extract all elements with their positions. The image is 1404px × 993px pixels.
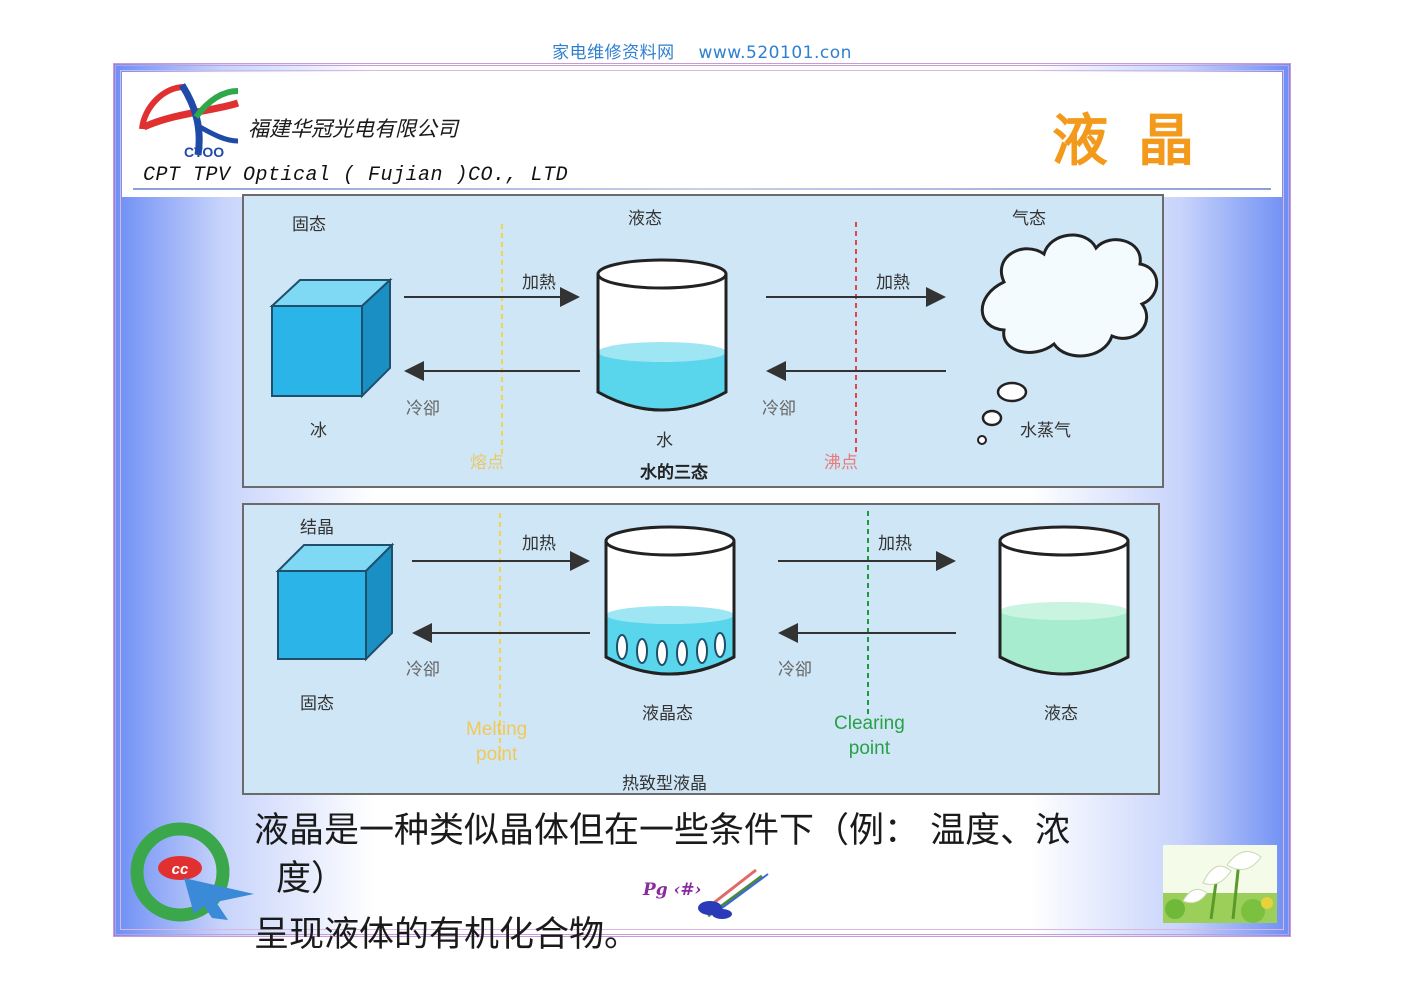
label-water: 水 bbox=[656, 431, 673, 451]
label-gas: 气态 bbox=[1012, 209, 1046, 229]
label-liquid: 液态 bbox=[628, 209, 662, 229]
company-logo-icon: CTOO bbox=[134, 77, 248, 165]
diagram-water-states: 固态 液态 气态 加熱 加熱 冷卻 冷卻 冰 水 水蒸气 熔点 沸点 水的三态 bbox=[242, 194, 1164, 488]
page-number: Pg ‹#› bbox=[643, 880, 702, 900]
watermark-url: www.520101.con bbox=[698, 43, 852, 63]
label-clearing-point: Clearing point bbox=[834, 713, 905, 759]
slide-header bbox=[122, 72, 1282, 197]
flower-image-icon bbox=[1163, 845, 1277, 923]
cc-logo-text: cc bbox=[172, 861, 189, 878]
page-title: 液晶 bbox=[1052, 108, 1224, 174]
vapor-cloud-icon bbox=[977, 233, 1159, 445]
label-crystal: 结晶 bbox=[300, 518, 334, 538]
company-name-en: CPT TPV Optical ( Fujian )CO., LTD bbox=[143, 164, 569, 187]
label-cool-1: 冷卻 bbox=[406, 660, 440, 680]
label-liquid: 液态 bbox=[1044, 704, 1078, 724]
label-heat-2: 加熱 bbox=[876, 273, 910, 293]
diagram-thermotropic-lc: 结晶 加热 加热 冷卻 冷卻 固态 液晶态 液态 Melting point C… bbox=[242, 503, 1160, 795]
label-cool-2: 冷卻 bbox=[762, 399, 796, 419]
label-cool-1: 冷卻 bbox=[406, 399, 440, 419]
label-boiling-point: 沸点 bbox=[824, 453, 858, 473]
ice-cube-icon bbox=[269, 277, 393, 399]
label-melting-point: 熔点 bbox=[470, 453, 504, 473]
label-solid: 固态 bbox=[300, 694, 334, 714]
label-heat-2: 加热 bbox=[878, 534, 912, 554]
liquid-crystal-beaker-icon bbox=[604, 525, 736, 676]
ribbon-decoration-icon bbox=[698, 868, 769, 919]
label-lc-state: 液晶态 bbox=[642, 704, 693, 724]
label-caption-water-states: 水的三态 bbox=[640, 463, 708, 483]
watermark: 家电维修资料网 www.520101.con bbox=[0, 38, 1404, 63]
watermark-site-name: 家电维修资料网 bbox=[552, 43, 675, 63]
body-text-line-1: 液晶是一种类似晶体但在一些条件下（例： 温度、浓 bbox=[254, 811, 1071, 851]
label-heat-1: 加热 bbox=[522, 534, 556, 554]
diagram-water-states-graphic bbox=[269, 222, 1159, 458]
title-divider bbox=[133, 188, 1271, 190]
label-vapor: 水蒸气 bbox=[1020, 421, 1071, 441]
company-name-cn: 福建华冠光电有限公司 bbox=[248, 117, 458, 141]
logo-text: CTOO bbox=[184, 144, 224, 160]
label-caption-thermotropic: 热致型液晶 bbox=[622, 774, 707, 794]
diagram-thermotropic-lc-graphic bbox=[275, 511, 1130, 763]
body-text-line-2: 度） bbox=[276, 859, 347, 899]
crystal-cube-icon bbox=[275, 542, 395, 662]
cc-logo-icon: cc bbox=[130, 822, 254, 922]
label-cool-2: 冷卻 bbox=[778, 660, 812, 680]
body-text-line-3: 呈现液体的有机化合物。 bbox=[254, 915, 640, 955]
label-ice: 冰 bbox=[310, 421, 327, 441]
label-heat-1: 加熱 bbox=[522, 273, 556, 293]
water-beaker-icon bbox=[596, 258, 728, 412]
liquid-beaker-icon bbox=[998, 525, 1130, 676]
label-melting-point: Melting point bbox=[466, 719, 528, 765]
label-solid: 固态 bbox=[292, 215, 326, 235]
